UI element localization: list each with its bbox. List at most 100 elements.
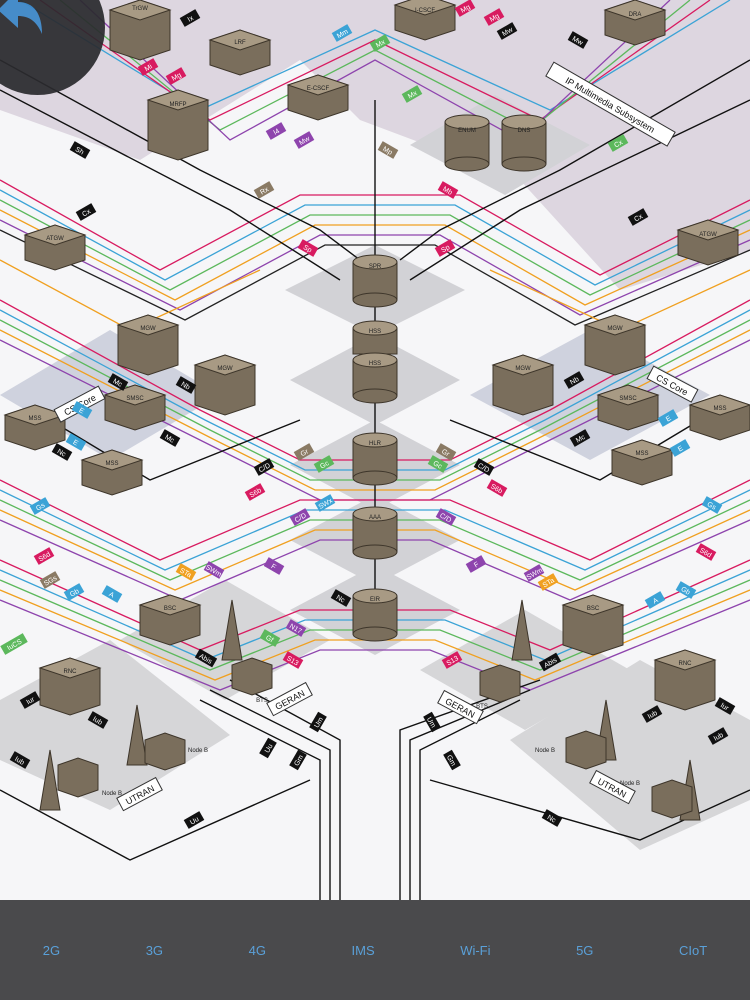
aaa-db[interactable]: AAA (352, 506, 398, 560)
atgw-left-label: ATGW (46, 236, 64, 242)
tab-4g[interactable]: 4G (243, 933, 272, 968)
mss-right-1-node[interactable]: MSS (688, 394, 750, 441)
tab-5g[interactable]: 5G (570, 933, 599, 968)
tag-mx-2: Mx (407, 90, 419, 101)
dns-db[interactable]: DNS (501, 114, 547, 172)
hlr-label: HLR (369, 441, 382, 447)
enum-label: ENUM (458, 128, 476, 134)
mgw-left-2-node[interactable]: MGW (193, 354, 257, 416)
tag-nc-2: Nc (546, 814, 557, 825)
bts-left-label: BTS (256, 698, 268, 704)
atgw-right-node[interactable]: ATGW (676, 219, 740, 266)
mrfp-label: MRFP (170, 102, 187, 108)
mss-right-2-node[interactable]: MSS (610, 439, 674, 486)
rnc-left-label: RNC (64, 669, 78, 675)
tag-mg-1: Mg (171, 72, 183, 83)
tab-ciot[interactable]: CIoT (673, 933, 713, 968)
smsc-right-node[interactable]: SMSC (596, 384, 660, 431)
node-b-left-1[interactable]: Node B (126, 704, 208, 771)
tag-mw-2: Mw (298, 135, 312, 147)
mgw-right-1-node[interactable]: MGW (583, 314, 647, 376)
hss-label-2: HSS (369, 361, 381, 367)
hlr-db[interactable]: HLR (352, 432, 398, 486)
hss-db-2[interactable]: HSS (352, 352, 398, 404)
smsc-left-node[interactable]: SMSC (103, 384, 167, 431)
dra-node[interactable]: DRA (603, 0, 667, 46)
node-b-right-2-label: Node B (620, 781, 640, 787)
tab-ims[interactable]: IMS (346, 933, 381, 968)
tab-3g[interactable]: 3G (140, 933, 169, 968)
mss-left-2-node[interactable]: MSS (80, 449, 144, 496)
tag-um-2: Um (425, 716, 437, 729)
tag-sp-1: Sp (302, 244, 313, 254)
ecscf-node[interactable]: E-CSCF (286, 74, 350, 121)
bts-left-site[interactable]: BTS (221, 599, 273, 704)
node-b-right-1-label: Node B (535, 748, 555, 754)
tag-gs-1: Gs (35, 502, 47, 513)
tag-cx-1: Cx (613, 139, 624, 150)
rnc-left-node[interactable]: RNC (38, 657, 102, 716)
tag-nc-3: Nc (56, 448, 67, 459)
mgw-right-2-node[interactable]: MGW (491, 354, 555, 416)
eir-label: EIR (370, 597, 381, 603)
bottom-tab-bar: 2G 3G 4G IMS Wi-Fi 5G CIoT (0, 900, 750, 1000)
lrf-node[interactable]: LRF (208, 29, 272, 76)
tag-ix: Ix (187, 15, 196, 24)
tag-e-1: E (77, 407, 85, 416)
mgw-left-1-node[interactable]: MGW (116, 314, 180, 376)
tab-wifi[interactable]: Wi-Fi (454, 933, 496, 968)
bts-right-label: BTS (476, 704, 488, 710)
tag-f-1: F (270, 563, 277, 571)
spr-db[interactable]: SPR (352, 254, 398, 308)
tag-iur-2: Iur (719, 702, 730, 712)
atgw-left-node[interactable]: ATGW (23, 224, 87, 271)
tag-mp: Mp (381, 146, 393, 157)
tag-cx-2: Cx (633, 213, 644, 224)
tag-gb-2: Gb (679, 586, 691, 597)
bts-right-site[interactable]: BTS (476, 599, 533, 710)
eir-db[interactable]: EIR (352, 588, 398, 642)
node-b-right-1[interactable]: Node B (535, 699, 617, 770)
tab-2g[interactable]: 2G (37, 933, 66, 968)
tag-e-2: E (71, 439, 79, 448)
mss-left-1-node[interactable]: MSS (3, 404, 67, 451)
tag-gb-1: Gb (69, 588, 81, 599)
hss-label-1: HSS (369, 329, 381, 335)
mrfp-node[interactable]: MRFP (146, 89, 210, 161)
atgw-right-label: ATGW (699, 232, 717, 238)
rnc-right-node[interactable]: RNC (653, 649, 717, 711)
mss-left-1-label: MSS (28, 416, 41, 422)
tag-mb: Mb (441, 186, 453, 197)
tag-sp-2: Sp (440, 244, 451, 254)
enum-db[interactable]: ENUM (444, 114, 490, 172)
node-b-left-2[interactable]: Node B (39, 749, 122, 811)
tag-gm-1: Gm (293, 754, 305, 767)
lrf-label: LRF (234, 40, 246, 46)
tag-a-2: A (652, 597, 660, 606)
tag-um-1: Um (314, 716, 326, 729)
node-b-right-2[interactable]: Node B (620, 759, 701, 821)
tag-a-1: A (107, 591, 115, 600)
network-architecture-diagram: .lbl { font-family:"Liberation Sans", sa… (0, 0, 750, 900)
tag-iub-3: Iub (647, 710, 659, 721)
icscf-node[interactable]: I-CSCF (393, 0, 457, 41)
rnc-right-label: RNC (679, 661, 693, 667)
mgw-right-2-label: MGW (515, 366, 531, 372)
node-b-left-1-label: Node B (188, 748, 208, 754)
bsc-left-node[interactable]: BSC (138, 594, 202, 646)
tag-mm: Mm (336, 28, 350, 40)
tag-mx-1: Mx (375, 39, 387, 50)
spr-label: SPR (369, 264, 382, 270)
mgw-left-2-label: MGW (217, 366, 233, 372)
trgw-node[interactable]: TrGW (108, 0, 172, 61)
hss-db-1[interactable]: HSS (352, 320, 398, 355)
bsc-right-node[interactable]: BSC (561, 594, 625, 656)
tag-mc-3: Mc (575, 434, 587, 445)
smsc-right-label: SMSC (619, 396, 637, 402)
tag-mc-1: Mc (111, 378, 123, 389)
tag-cx-3: Cx (81, 208, 92, 219)
tag-gs-2: Gs (706, 501, 718, 512)
tag-mi: Mi (144, 63, 154, 73)
tag-iub-1: Iub (91, 716, 103, 727)
tag-gc-1: Gc (319, 460, 331, 471)
